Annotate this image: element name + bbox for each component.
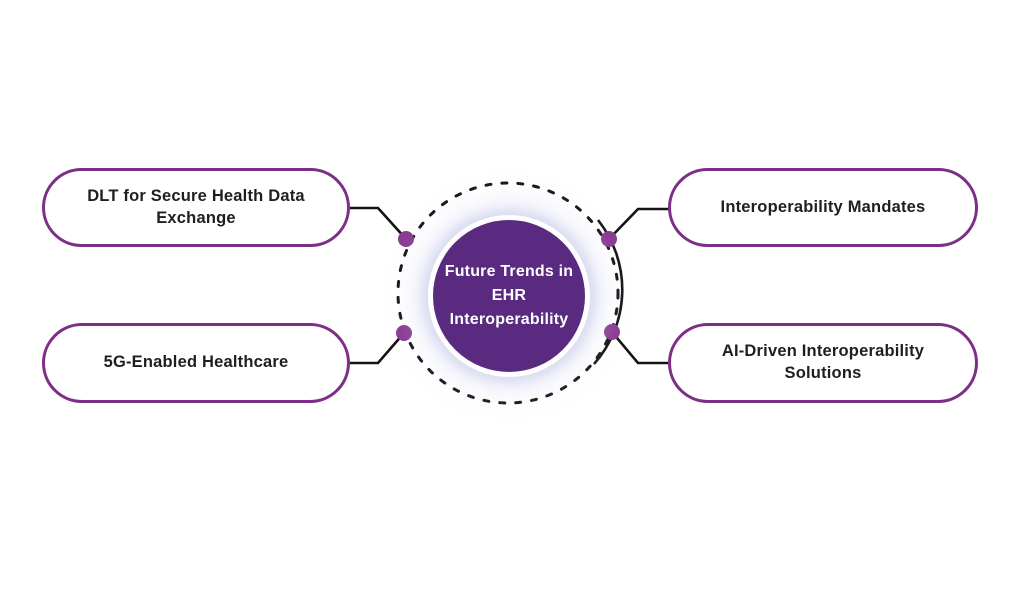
dot-top-left bbox=[398, 231, 414, 247]
center-node-future-trends[interactable]: Future Trends in EHR Interoperability bbox=[428, 215, 590, 377]
dot-top-right bbox=[601, 231, 617, 247]
node-label: Interoperability Mandates bbox=[720, 197, 926, 216]
node-label: DLT for Secure Health Data Exchange bbox=[87, 186, 305, 227]
dot-bottom-left bbox=[396, 325, 412, 341]
node-5g-enabled-healthcare[interactable]: 5G-Enabled Healthcare bbox=[42, 323, 350, 403]
node-label: 5G-Enabled Healthcare bbox=[103, 353, 289, 372]
node-dlt-secure-health-data-exchange[interactable]: DLT for Secure Health Data Exchange bbox=[42, 168, 350, 247]
center-label-line: Interoperability bbox=[449, 311, 569, 328]
dashed-orbit-circle bbox=[396, 181, 620, 405]
connector-top-right bbox=[608, 207, 670, 240]
connector-bottom-left bbox=[350, 332, 405, 365]
node-label: AI-Driven Interoperability Solutions bbox=[721, 342, 925, 382]
connector-bottom-right bbox=[611, 331, 670, 365]
node-ai-driven-interoperability-solutions[interactable]: AI-Driven Interoperability Solutions bbox=[668, 323, 978, 403]
center-label-line: EHR bbox=[491, 287, 527, 304]
connector-top-left bbox=[350, 206, 407, 240]
center-label-line: Future Trends in bbox=[444, 263, 574, 280]
node-interoperability-mandates[interactable]: Interoperability Mandates bbox=[668, 168, 978, 247]
dot-bottom-right bbox=[604, 324, 620, 340]
